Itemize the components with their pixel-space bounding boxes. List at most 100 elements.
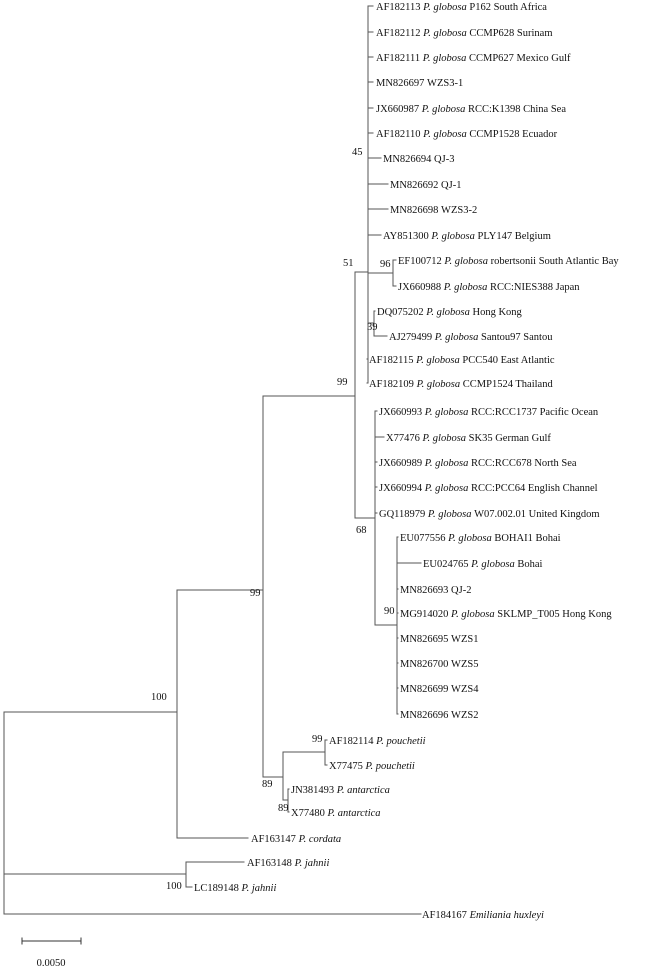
scale-bar-label: 0.0050 (37, 958, 66, 969)
accession-number: AJ279499 (389, 332, 432, 343)
accession-number: EU024765 (423, 559, 469, 570)
species-name: P. globosa (469, 559, 515, 570)
taxon-label: JX660993 P. globosa RCC:RCC1737 Pacific … (379, 407, 599, 418)
species-name: P. globosa (421, 28, 467, 39)
taxon-label: X77476 P. globosa SK35 German Gulf (386, 433, 551, 444)
accession-number: AF184167 (422, 910, 467, 921)
taxon-label: MN826698 WZS3-2 (390, 205, 477, 216)
accession-number: JX660989 (379, 458, 422, 469)
strain-info: robertsonii South Atlantic Bay (488, 256, 619, 267)
strain-info: Santou97 Santou (478, 332, 553, 343)
strain-info: WZS3-1 (424, 78, 463, 89)
accession-number: AF182111 (376, 53, 420, 64)
species-name: P. jahnii (239, 883, 277, 894)
taxon-label: X77480 P. antarctica (291, 808, 381, 819)
taxon-label: JX660994 P. globosa RCC:PCC64 English Ch… (379, 483, 598, 494)
taxon-label: MN826693 QJ-2 (400, 585, 471, 596)
species-name: P. globosa (414, 379, 460, 390)
taxon-label: JX660989 P. globosa RCC:RCC678 North Sea (379, 458, 577, 469)
taxon-label: EU024765 P. globosa Bohai (423, 559, 542, 570)
species-name: P. globosa (441, 282, 487, 293)
accession-number: JX660993 (379, 407, 422, 418)
strain-info: QJ-3 (431, 154, 454, 165)
species-name: P. globosa (448, 609, 494, 620)
species-name: P. antarctica (334, 785, 390, 796)
strain-info: BOHAI1 Bohai (492, 533, 561, 544)
taxon-label: AF184167 Emiliania huxleyi (422, 910, 544, 921)
species-name: P. pouchetii (363, 761, 415, 772)
strain-info: P162 South Africa (467, 2, 548, 13)
species-name: P. pouchetii (374, 736, 426, 747)
bootstrap-value: 90 (384, 606, 395, 617)
accession-number: AF182110 (376, 129, 421, 140)
species-name: P. globosa (421, 2, 467, 13)
species-name: P. globosa (422, 407, 468, 418)
taxon-label: MN826696 WZS2 (400, 710, 478, 721)
species-name: P. globosa (422, 483, 468, 494)
strain-info: CCMP1528 Ecuador (467, 129, 558, 140)
scale-bar: 0.0050 (21, 937, 82, 969)
bootstrap-value: 68 (356, 525, 367, 536)
accession-number: EU077556 (400, 533, 446, 544)
strain-info: RCC:NIES388 Japan (487, 282, 580, 293)
strain-info: W07.002.01 United Kingdom (471, 509, 599, 520)
taxon-label: MN826695 WZS1 (400, 634, 478, 645)
species-name: P. globosa (419, 104, 465, 115)
accession-number: MN826699 (400, 684, 448, 695)
strain-info: Hong Kong (470, 307, 523, 318)
strain-info: CCMP1524 Thailand (460, 379, 553, 390)
accession-number: MN826695 (400, 634, 448, 645)
taxon-label: AJ279499 P. globosa Santou97 Santou (389, 332, 553, 343)
strain-info: WZS4 (448, 684, 479, 695)
bootstrap-value: 89 (262, 779, 273, 790)
bootstrap-value: 45 (352, 147, 363, 158)
species-name: Emiliania huxleyi (467, 910, 544, 921)
taxon-label: AY851300 P. globosa PLY147 Belgium (383, 231, 551, 242)
taxon-label: MN826697 WZS3-1 (376, 78, 463, 89)
bootstrap-value: 51 (343, 258, 354, 269)
taxon-label: AF163147 P. cordata (251, 834, 341, 845)
species-name: P. globosa (421, 129, 467, 140)
strain-info: WZS2 (448, 710, 478, 721)
strain-info: WZS3-2 (438, 205, 477, 216)
accession-number: AF182113 (376, 2, 421, 13)
strain-info: RCC:K1398 China Sea (465, 104, 566, 115)
strain-info: RCC:RCC678 North Sea (468, 458, 577, 469)
species-name: P. globosa (420, 53, 466, 64)
strain-info: WZS5 (448, 659, 478, 670)
strain-info: WZS1 (448, 634, 478, 645)
species-name: P. cordata (296, 834, 341, 845)
accession-number: AF182114 (329, 736, 374, 747)
species-name: P. globosa (420, 433, 466, 444)
bootstrap-value: 89 (278, 803, 289, 814)
strain-info: SKLMP_T005 Hong Kong (495, 609, 613, 620)
accession-number: AF182112 (376, 28, 421, 39)
tree-branches (3, 5, 422, 915)
accession-number: GQ118979 (379, 509, 425, 520)
strain-info: QJ-1 (438, 180, 461, 191)
bootstrap-value: 39 (367, 322, 378, 333)
taxon-label: AF182109 P. globosa CCMP1524 Thailand (369, 379, 553, 390)
taxon-label: DQ075202 P. globosa Hong Kong (377, 307, 523, 318)
accession-number: MN826693 (400, 585, 448, 596)
strain-info: PCC540 East Atlantic (460, 355, 555, 366)
taxon-label: AF182111 P. globosa CCMP627 Mexico Gulf (376, 53, 571, 64)
taxon-label: EU077556 P. globosa BOHAI1 Bohai (400, 533, 561, 544)
accession-number: JN381493 (291, 785, 334, 796)
strain-info: CCMP627 Mexico Gulf (466, 53, 571, 64)
strain-info: QJ-2 (448, 585, 471, 596)
accession-number: MN826697 (376, 78, 424, 89)
taxon-label: MN826700 WZS5 (400, 659, 478, 670)
species-name: P. globosa (425, 509, 471, 520)
bootstrap-value: 99 (337, 377, 348, 388)
accession-number: MG914020 (400, 609, 448, 620)
species-name: P. jahnii (292, 858, 330, 869)
accession-number: LC189148 (194, 883, 239, 894)
species-name: P. globosa (432, 332, 478, 343)
accession-number: JX660987 (376, 104, 419, 115)
accession-number: EF100712 (398, 256, 442, 267)
species-name: P. globosa (422, 458, 468, 469)
species-name: P. globosa (442, 256, 488, 267)
strain-info: Bohai (515, 559, 543, 570)
